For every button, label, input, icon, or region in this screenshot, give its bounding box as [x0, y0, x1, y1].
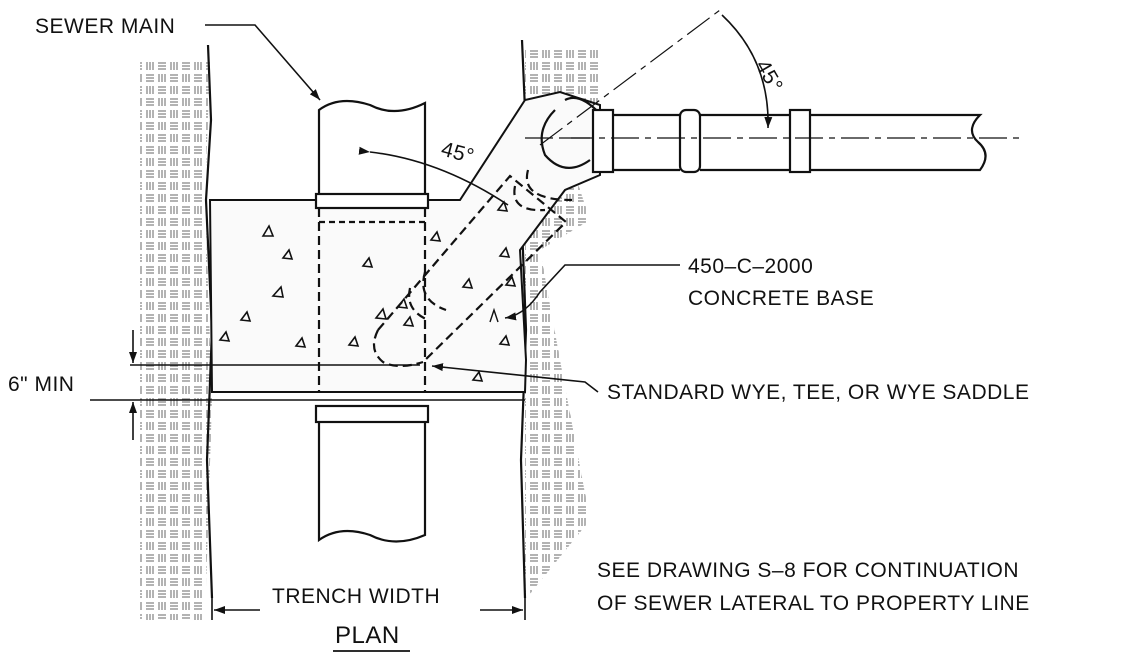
centerlines [525, 9, 1020, 146]
label-trench-width: TRENCH WIDTH [272, 585, 440, 608]
label-angle-branch: 45° [439, 138, 477, 169]
dimension-trench-width [211, 598, 526, 620]
dimension-6in-min [90, 330, 525, 440]
leader-lines [205, 24, 680, 393]
label-concrete-code: 450–C–2000 [688, 255, 813, 278]
label-fitting: STANDARD WYE, TEE, OR WYE SADDLE [607, 381, 1029, 404]
trench-walls [204, 39, 528, 599]
label-concrete-base: CONCRETE BASE [688, 287, 874, 310]
sewer-main-pipe [314, 99, 430, 543]
lateral-pipe [540, 96, 987, 174]
angle-arcs [358, 14, 773, 206]
note-line-2: OF SEWER LATERAL TO PROPERTY LINE [597, 592, 1030, 615]
note-line-1: SEE DRAWING S–8 FOR CONTINUATION [597, 559, 1019, 582]
label-sewer-main: SEWER MAIN [35, 15, 175, 38]
label-min-clearance: 6" MIN [8, 373, 74, 396]
soil-hatch-left [140, 60, 212, 620]
view-title: PLAN [335, 622, 400, 649]
concrete-base [208, 90, 601, 393]
